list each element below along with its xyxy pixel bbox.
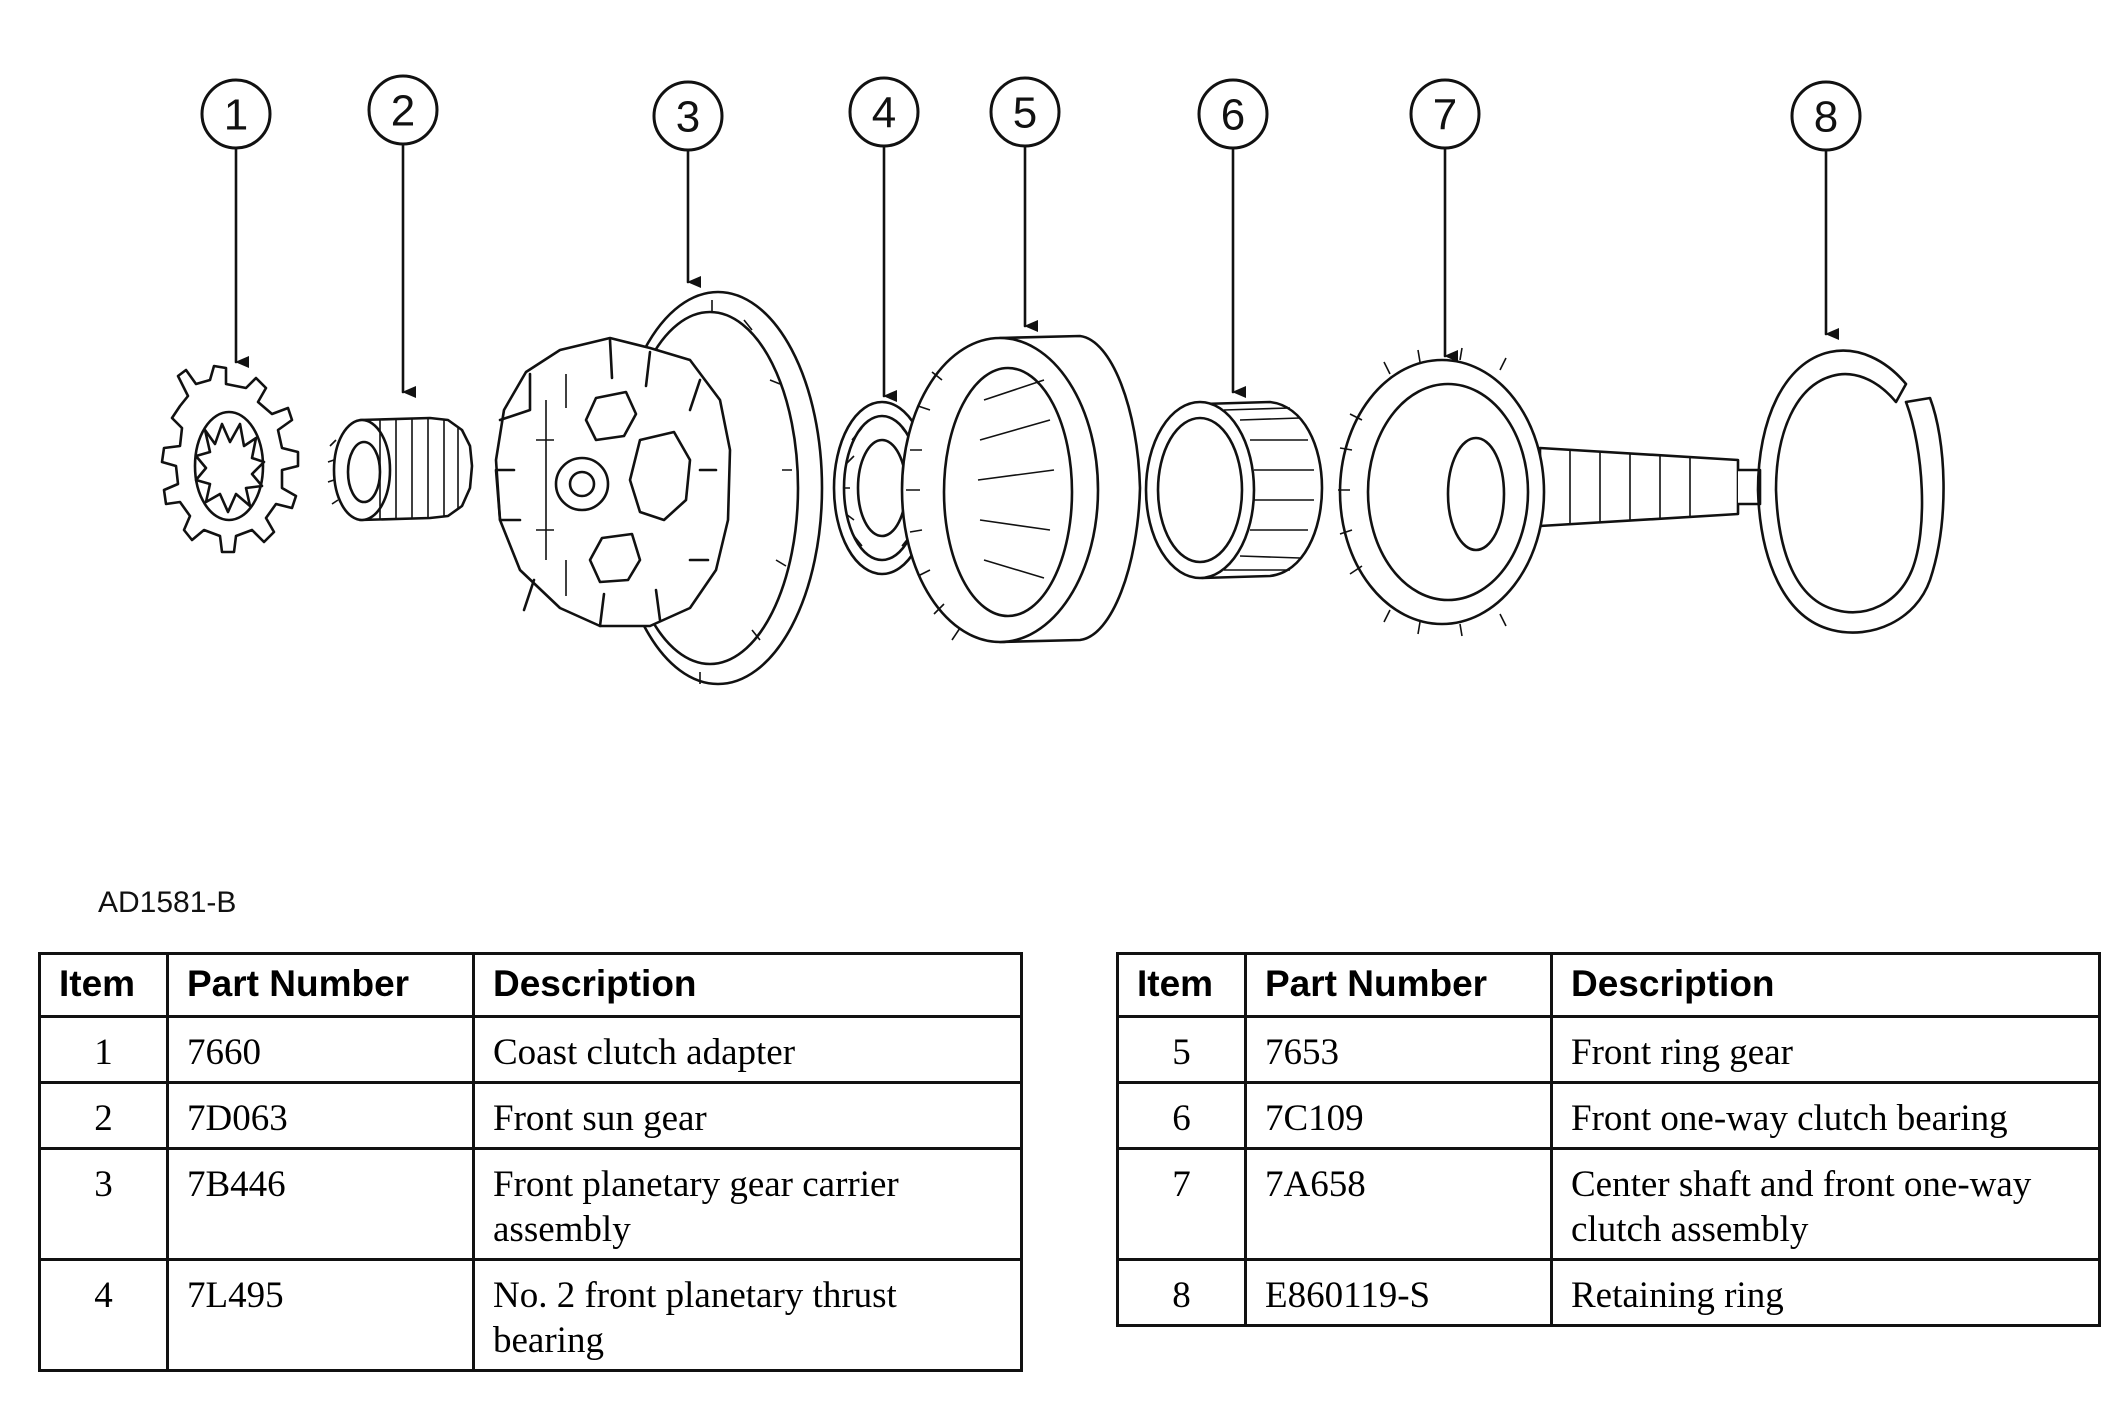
cell-description: Front sun gear bbox=[472, 1081, 1023, 1150]
cell-part-number: 7C109 bbox=[1244, 1081, 1553, 1150]
table-row: 4 7L495 No. 2 front planetary thrust bea… bbox=[38, 1258, 1023, 1372]
table-row: 1 7660 Coast clutch adapter bbox=[38, 1015, 1023, 1084]
callout-number: 7 bbox=[1433, 91, 1457, 140]
callout-number: 8 bbox=[1814, 93, 1838, 142]
coast-clutch-adapter-drawing bbox=[160, 364, 300, 554]
center-shaft-assembly-drawing bbox=[1338, 347, 1762, 637]
cell-item: 4 bbox=[38, 1258, 169, 1372]
parts-table-right: Item Part Number Description 5 7653 Fron… bbox=[1116, 952, 2101, 1327]
callout-circle bbox=[989, 76, 1061, 148]
parts-table-left: Item Part Number Description 1 7660 Coas… bbox=[38, 952, 1023, 1372]
callout-leaders bbox=[234, 142, 1839, 402]
callout-number: 5 bbox=[1013, 89, 1037, 138]
callout-circle bbox=[1790, 80, 1862, 152]
table-header-row: Item Part Number Description bbox=[38, 952, 1023, 1018]
col-header-description: Description bbox=[472, 952, 1023, 1018]
col-header-item: Item bbox=[38, 952, 169, 1018]
col-header-part-number: Part Number bbox=[166, 952, 475, 1018]
cell-part-number: 7D063 bbox=[166, 1081, 475, 1150]
cell-item: 6 bbox=[1116, 1081, 1247, 1150]
cell-part-number: 7L495 bbox=[166, 1258, 475, 1372]
callout-circle bbox=[1409, 78, 1481, 150]
callout-circle bbox=[367, 74, 439, 146]
cell-item: 3 bbox=[38, 1147, 169, 1261]
table-row: 7 7A658 Center shaft and front one-way c… bbox=[1116, 1147, 2101, 1261]
cell-description: Front one-way clutch bearing bbox=[1550, 1081, 2101, 1150]
callout-number: 4 bbox=[872, 89, 896, 138]
callout-circle bbox=[1197, 78, 1269, 150]
cell-item: 8 bbox=[1116, 1258, 1247, 1327]
front-sun-gear-drawing bbox=[327, 416, 474, 522]
callout-number: 3 bbox=[676, 93, 700, 142]
cell-part-number: 7A658 bbox=[1244, 1147, 1553, 1261]
table-row: 8 E860119-S Retaining ring bbox=[1116, 1258, 2101, 1327]
col-header-item: Item bbox=[1116, 952, 1247, 1018]
callout-number: 1 bbox=[224, 91, 248, 140]
table-row: 2 7D063 Front sun gear bbox=[38, 1081, 1023, 1150]
callout-circle bbox=[652, 80, 724, 152]
cell-description: Front planetary gear carrier assembly bbox=[472, 1147, 1023, 1261]
col-header-part-number: Part Number bbox=[1244, 952, 1553, 1018]
callout-number: 2 bbox=[391, 87, 415, 136]
cell-description: No. 2 front planetary thrust bearing bbox=[472, 1258, 1023, 1372]
callout-bubbles: 1 2 3 4 5 6 7 8 bbox=[200, 74, 1862, 152]
cell-part-number: 7B446 bbox=[166, 1147, 475, 1261]
front-ring-gear-drawing bbox=[900, 334, 1142, 644]
table-header-row: Item Part Number Description bbox=[1116, 952, 2101, 1018]
retaining-ring-drawing bbox=[1756, 349, 1945, 634]
cell-description: Front ring gear bbox=[1550, 1015, 2101, 1084]
one-way-clutch-bearing-drawing bbox=[1144, 400, 1324, 580]
cell-item: 1 bbox=[38, 1015, 169, 1084]
cell-description: Retaining ring bbox=[1550, 1258, 2101, 1327]
table-row: 3 7B446 Front planetary gear carrier ass… bbox=[38, 1147, 1023, 1261]
callout-circle bbox=[848, 76, 920, 148]
table-row: 6 7C109 Front one-way clutch bearing bbox=[1116, 1081, 2101, 1150]
cell-item: 7 bbox=[1116, 1147, 1247, 1261]
cell-part-number: E860119-S bbox=[1244, 1258, 1553, 1327]
cell-description: Center shaft and front one-way clutch as… bbox=[1550, 1147, 2101, 1261]
front-planetary-carrier-drawing bbox=[494, 290, 824, 686]
table-row: 5 7653 Front ring gear bbox=[1116, 1015, 2101, 1084]
cell-item: 5 bbox=[1116, 1015, 1247, 1084]
col-header-description: Description bbox=[1550, 952, 2101, 1018]
cell-part-number: 7653 bbox=[1244, 1015, 1553, 1084]
callout-circle bbox=[200, 78, 272, 150]
cell-part-number: 7660 bbox=[166, 1015, 475, 1084]
callout-number: 6 bbox=[1221, 91, 1245, 140]
figure-id: AD1581-B bbox=[98, 886, 237, 919]
cell-item: 2 bbox=[38, 1081, 169, 1150]
cell-description: Coast clutch adapter bbox=[472, 1015, 1023, 1084]
